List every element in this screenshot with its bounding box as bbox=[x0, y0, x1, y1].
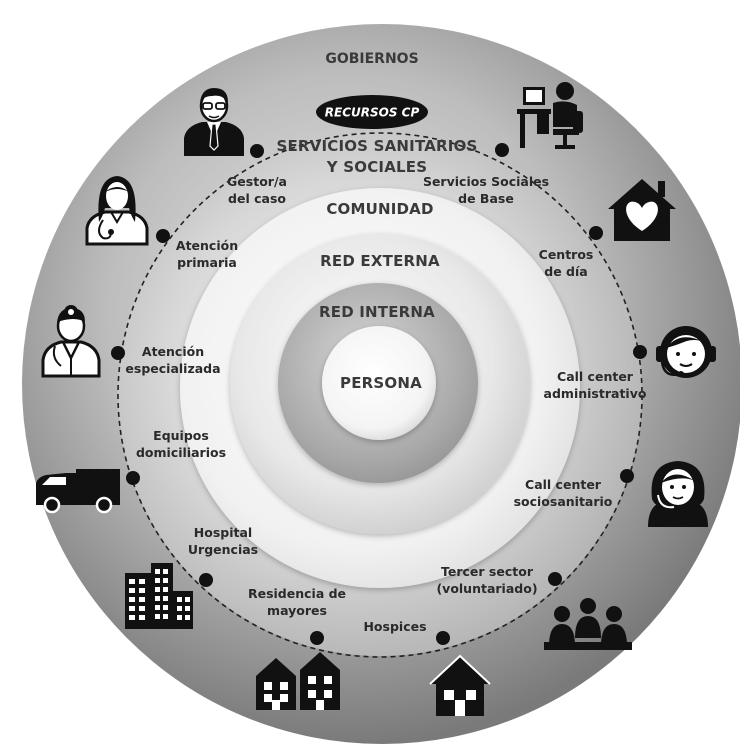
node-label-line: sociosanitario bbox=[514, 494, 613, 509]
node-dot-gestor bbox=[250, 144, 264, 158]
node-label-line: mayores bbox=[267, 603, 327, 618]
ring-label-comunidad: COMUNIDAD bbox=[326, 200, 433, 218]
van-icon bbox=[36, 469, 120, 514]
services-dashed-ring bbox=[117, 132, 643, 658]
node-label-line: especializada bbox=[125, 361, 220, 376]
node-dot-centros bbox=[589, 226, 603, 240]
node-label-line: Gestor/a bbox=[227, 174, 287, 189]
node-dot-hospices bbox=[436, 631, 450, 645]
node-label-line: Urgencias bbox=[188, 542, 258, 557]
headset-operator-female-icon bbox=[648, 461, 708, 527]
female-doctor-icon bbox=[85, 176, 149, 246]
hospital-buildings-icon bbox=[125, 563, 193, 629]
house-with-heart-icon bbox=[608, 179, 676, 241]
service-node-servicios: Servicios Sociales de Base bbox=[423, 82, 583, 206]
ring-label-gobiernos: GOBIERNOS bbox=[325, 51, 418, 67]
service-node-tercer: Tercer sector (voluntariado) bbox=[436, 564, 632, 650]
node-label-servicios: Servicios Sociales de Base bbox=[423, 174, 549, 206]
node-label-hospices: Hospices bbox=[363, 619, 426, 634]
node-label-callcenter-soc: Call center sociosanitario bbox=[514, 477, 613, 509]
node-dot-tercer bbox=[548, 572, 562, 586]
node-label-centros: Centros de día bbox=[539, 247, 594, 279]
node-label-line: Centros bbox=[539, 247, 594, 262]
node-label-line: Hospital bbox=[194, 525, 252, 540]
service-node-equipos: Equipos domiciliarios bbox=[36, 428, 226, 514]
node-label-primaria: Atención primaria bbox=[176, 238, 238, 270]
node-label-line: Hospices bbox=[363, 619, 426, 634]
node-label-line: de Base bbox=[458, 191, 514, 206]
node-label-line: Call center bbox=[557, 369, 634, 384]
node-label-line: Residencia de bbox=[248, 586, 346, 601]
node-label-line: administrativo bbox=[544, 386, 647, 401]
node-dot-callcenter-soc bbox=[620, 469, 634, 483]
node-label-line: primaria bbox=[177, 255, 237, 270]
residence-buildings-icon bbox=[256, 652, 340, 710]
node-dot-especializada bbox=[111, 346, 125, 360]
service-node-callcenter-adm: Call center administrativo bbox=[544, 326, 716, 401]
doctor-with-head-mirror-icon bbox=[41, 305, 101, 378]
service-node-centros: Centros de día bbox=[539, 179, 676, 279]
ring-label-red-interna: RED INTERNA bbox=[319, 303, 435, 321]
headset-operator-icon bbox=[656, 326, 716, 378]
node-label-line: Atención bbox=[142, 344, 204, 359]
node-label-line: Call center bbox=[525, 477, 602, 492]
manager-with-glasses-icon bbox=[184, 88, 244, 156]
service-nodes: Gestor/a del caso Servicios Sociales de Bas… bbox=[36, 82, 716, 716]
ring-persona bbox=[322, 326, 436, 440]
node-label-line: (voluntariado) bbox=[436, 581, 537, 596]
node-label-line: domiciliarios bbox=[136, 445, 226, 460]
node-label-line: Atención bbox=[176, 238, 238, 253]
node-label-gestor: Gestor/a del caso bbox=[227, 174, 287, 206]
node-label-line: Equipos bbox=[153, 428, 209, 443]
node-label-line: Servicios Sociales bbox=[423, 174, 549, 189]
ring-label-servicios-1: SERVICIOS SANITARIOS bbox=[276, 137, 477, 155]
service-node-gestor: Gestor/a del caso bbox=[184, 88, 287, 206]
office-worker-desk-icon bbox=[517, 82, 583, 149]
ring-label-servicios-2: Y SOCIALES bbox=[326, 158, 427, 176]
node-label-equipos: Equipos domiciliarios bbox=[136, 428, 226, 460]
node-label-residencia: Residencia de mayores bbox=[248, 586, 346, 618]
service-node-hospices: Hospices bbox=[363, 619, 491, 716]
service-node-callcenter-soc: Call center sociosanitario bbox=[514, 461, 708, 527]
node-label-line: del caso bbox=[228, 191, 286, 206]
recursos-cp-label: RECURSOS CP bbox=[325, 106, 420, 120]
node-dot-primaria bbox=[156, 229, 170, 243]
node-dot-residencia bbox=[310, 631, 324, 645]
group-of-people-icon bbox=[544, 598, 632, 650]
ring-label-persona: PERSONA bbox=[340, 374, 422, 392]
house-icon bbox=[429, 654, 491, 716]
service-node-primaria: Atención primaria bbox=[85, 176, 238, 270]
node-label-especializada: Atención especializada bbox=[125, 344, 220, 376]
node-dot-servicios bbox=[495, 143, 509, 157]
node-dot-hospital bbox=[199, 573, 213, 587]
service-node-especializada: Atención especializada bbox=[41, 305, 221, 378]
node-label-tercer: Tercer sector (voluntariado) bbox=[436, 564, 537, 596]
ring-label-red-externa: RED EXTERNA bbox=[320, 252, 440, 270]
recursos-cp-badge: RECURSOS CP bbox=[316, 95, 428, 129]
node-label-line: Tercer sector bbox=[441, 564, 534, 579]
node-label-line: de día bbox=[544, 264, 587, 279]
node-dot-equipos bbox=[126, 471, 140, 485]
node-dot-callcenter-adm bbox=[633, 345, 647, 359]
service-node-residencia: Residencia de mayores bbox=[248, 586, 346, 710]
node-label-callcenter-adm: Call center administrativo bbox=[544, 369, 647, 401]
